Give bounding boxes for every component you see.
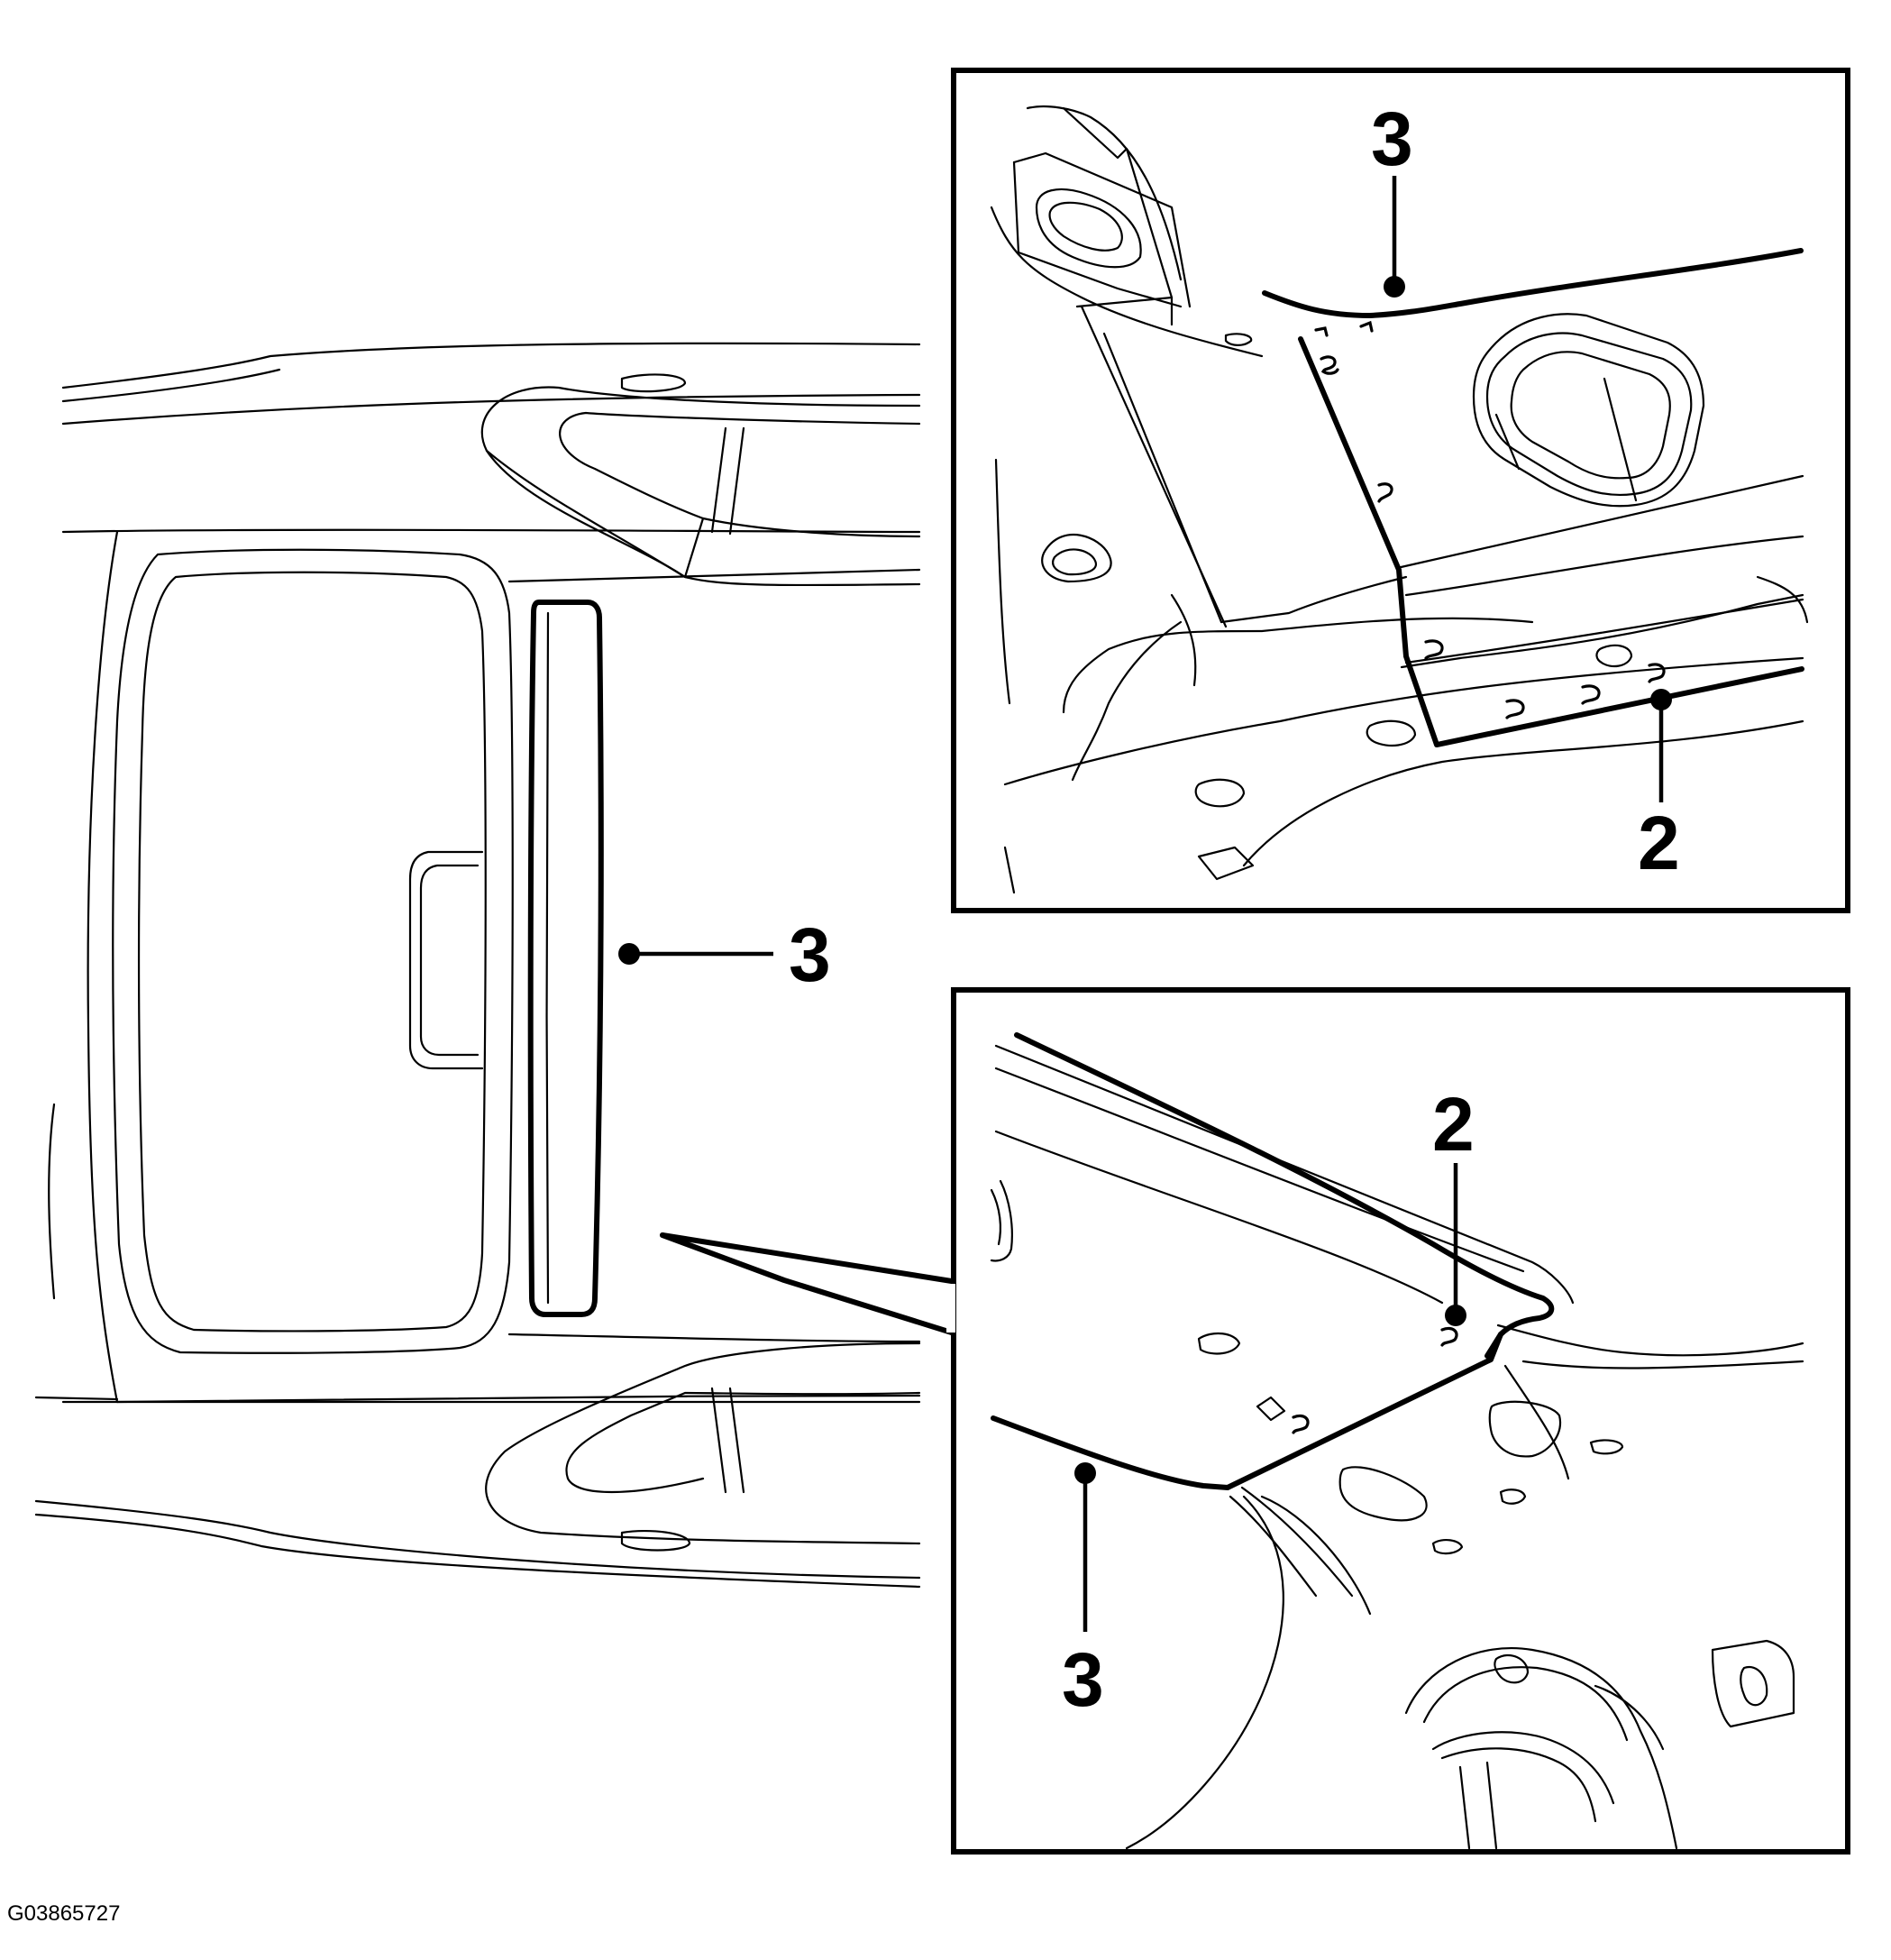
upper-inset	[951, 68, 1850, 913]
callout-3-upper-inset: 3	[1371, 96, 1413, 298]
main-body-view	[34, 342, 960, 1589]
figure-id: G03865727	[7, 1901, 120, 1926]
callout-2-upper-inset: 2	[1638, 689, 1680, 885]
callout-3-main: 3	[618, 912, 831, 997]
callout-2-lower-inset: 2	[1432, 1082, 1475, 1326]
callout-3-upper-inset-label: 3	[1371, 96, 1413, 181]
callout-3-lower-inset: 3	[1062, 1462, 1104, 1722]
lower-inset	[946, 987, 1850, 1855]
callout-2-lower-inset-label: 2	[1432, 1082, 1475, 1167]
callout-3-main-label: 3	[789, 912, 831, 997]
callout-3-lower-inset-label: 3	[1062, 1637, 1104, 1722]
callout-2-upper-inset-label: 2	[1638, 801, 1680, 885]
